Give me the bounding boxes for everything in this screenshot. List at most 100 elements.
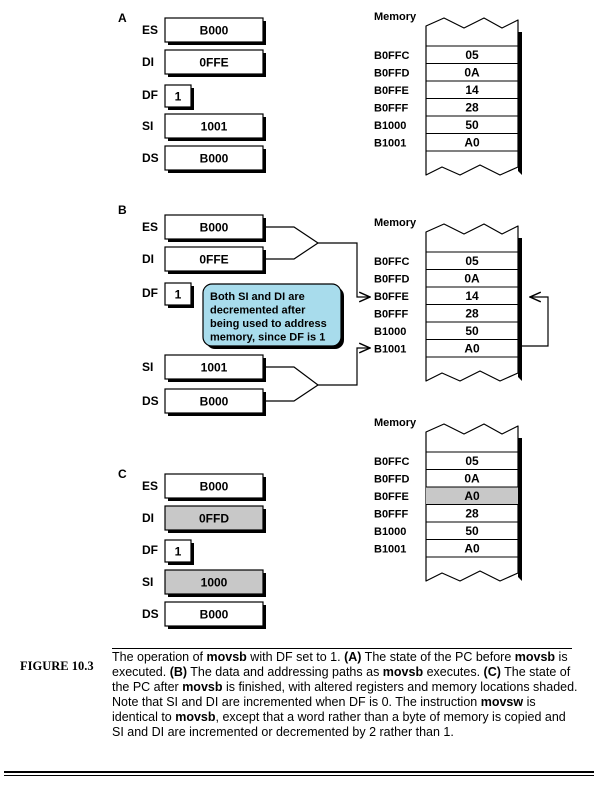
- memory-shadow: [518, 32, 522, 175]
- memory-row-b0fff-value: 28: [465, 307, 479, 321]
- bottom-rule-thin: [4, 775, 594, 776]
- caption-text-run: is executed.: [112, 650, 568, 679]
- memory-row-b0ffe-address: B0FFE: [374, 291, 409, 303]
- memory-row-b1000-address: B1000: [374, 120, 406, 132]
- register-es-box: [164, 473, 264, 499]
- register-df-value: 1: [175, 90, 182, 104]
- memory-row-b0fff-address: B0FFF: [374, 103, 409, 115]
- register-es-label: ES: [142, 220, 158, 234]
- memory-row-b0ffd-address: B0FFD: [374, 68, 410, 80]
- register-ds-box: [164, 145, 264, 171]
- register-si-label: SI: [142, 119, 153, 133]
- register-es-label: ES: [142, 479, 158, 493]
- panel-c-letter: C: [118, 467, 127, 481]
- register-df-box: [164, 84, 192, 108]
- memory-row-b1001-value: A0: [464, 136, 480, 150]
- register-ds-label: DS: [142, 607, 159, 621]
- memory-row-b0fff-value: 28: [465, 101, 479, 115]
- register-ds-box: [164, 388, 264, 414]
- memory-row-b0ffc-value: 05: [465, 454, 479, 468]
- destination-arrow: [318, 242, 370, 297]
- source-arrow: [318, 348, 370, 386]
- register-di-value: 0FFE: [199, 56, 228, 70]
- address-paths: [263, 226, 549, 402]
- memory-row-b1000-value: 50: [465, 118, 479, 132]
- memory-row-b0ffe-value: A0: [464, 489, 480, 503]
- register-di-box: [164, 49, 264, 75]
- register-si-label: SI: [142, 575, 153, 589]
- panel-a-letter: A: [118, 11, 127, 25]
- memory-row-b0ffe-value: 14: [465, 289, 479, 303]
- register-di-label: DI: [142, 55, 154, 69]
- memory-row-b0ffd-value: 0A: [464, 472, 480, 486]
- caption-text-run: The state of the PC before: [361, 650, 515, 664]
- memory-row-b0ffc-address: B0FFC: [374, 50, 410, 62]
- memory-row-b0fff-address: B0FFF: [374, 309, 409, 321]
- memory-row-b0ffc-address: B0FFC: [374, 456, 410, 468]
- caption-bold-run: (B): [169, 665, 188, 679]
- register-df-value: 1: [175, 545, 182, 559]
- register-di-box: [164, 505, 264, 531]
- register-ds-value: B000: [200, 608, 229, 622]
- memory-row-b0fff-address: B0FFF: [374, 509, 409, 521]
- register-es-value: B000: [200, 24, 229, 38]
- panel-b-letter: B: [118, 203, 127, 217]
- callout-line: memory, since DF is 1: [210, 332, 325, 344]
- memory-title: Memory: [374, 417, 417, 429]
- ds-path: [263, 384, 319, 402]
- caption-text-run: The operation of: [112, 650, 207, 664]
- caption-bold-run: movsb: [206, 650, 247, 664]
- memory-row-b0ffe-address: B0FFE: [374, 491, 409, 503]
- memory-row-b1000-value: 50: [465, 324, 479, 338]
- memory-row-b0ffe-value: 14: [465, 83, 479, 97]
- caption-bold-run: movsw: [480, 695, 524, 709]
- caption-bold-run: movsb: [175, 710, 216, 724]
- memory-shadow: [518, 238, 522, 381]
- memory-title: Memory: [374, 217, 417, 229]
- register-ds-value: B000: [200, 395, 229, 409]
- register-df-label: DF: [142, 286, 158, 300]
- register-df-label: DF: [142, 543, 158, 557]
- register-di-value: 0FFE: [199, 253, 228, 267]
- caption-bold-run: movsb: [382, 665, 424, 679]
- caption-bold-run: movsb: [182, 680, 223, 694]
- caption-text-run: executes.: [423, 665, 484, 679]
- register-df-box: [164, 539, 192, 563]
- callout-line: decremented after: [210, 305, 306, 317]
- register-es-value: B000: [200, 480, 229, 494]
- caption-text-run: is finished, with altered registers and …: [112, 680, 578, 709]
- register-si-box: [164, 569, 264, 595]
- caption-text-run: with DF set to 1.: [246, 650, 345, 664]
- register-df-box: [164, 282, 192, 306]
- register-df-label: DF: [142, 88, 158, 102]
- register-df-value: 1: [175, 288, 182, 302]
- register-ds-label: DS: [142, 151, 159, 165]
- callout-line: Both SI and DI are: [210, 291, 305, 303]
- memory-row-b0ffd-address: B0FFD: [374, 474, 410, 486]
- register-di-label: DI: [142, 252, 154, 266]
- copy-arrow: [522, 297, 549, 347]
- memory-row-b1000-value: 50: [465, 524, 479, 538]
- es-path: [263, 226, 319, 244]
- register-es-box: [164, 17, 264, 43]
- register-es-label: ES: [142, 23, 158, 37]
- register-si-value: 1001: [201, 120, 228, 134]
- memory-row-b0ffe-shade: [426, 487, 518, 505]
- caption-text-run: The data and addressing paths as: [187, 665, 383, 679]
- memory-block: [425, 223, 519, 382]
- caption-text: The operation of movsb with DF set to 1.…: [112, 650, 578, 740]
- register-ds-value: B000: [200, 152, 229, 166]
- register-es-value: B000: [200, 221, 229, 235]
- memory-title: Memory: [374, 11, 417, 23]
- memory-row-b0ffc-value: 05: [465, 48, 479, 62]
- caption-text-run: is identical to: [112, 695, 536, 724]
- memory-row-b0ffd-value: 0A: [464, 66, 480, 80]
- memory-row-b0ffc-address: B0FFC: [374, 256, 410, 268]
- register-si-value: 1000: [201, 576, 228, 590]
